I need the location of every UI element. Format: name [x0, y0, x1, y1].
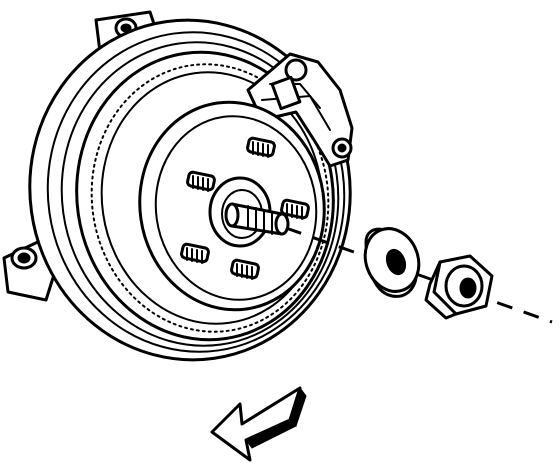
wheel-stud	[230, 258, 260, 280]
wheel-stud	[246, 136, 276, 158]
parking-brake-lever	[246, 52, 354, 168]
hex-nut	[424, 254, 494, 320]
axle-shaft	[224, 202, 290, 236]
wheel-stud	[180, 242, 210, 264]
wheel-stud	[280, 198, 310, 220]
washer	[363, 227, 421, 298]
wheel-studs	[180, 136, 310, 280]
wheel-stud	[186, 170, 216, 192]
direction-arrow	[210, 386, 307, 462]
assembly-centerline	[285, 226, 553, 324]
